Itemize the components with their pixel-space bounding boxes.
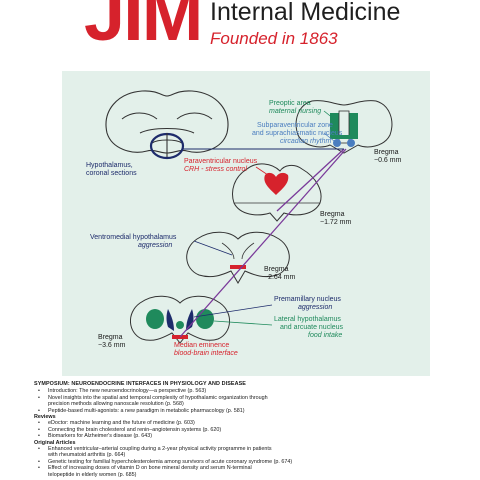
median-subtitle: blood-brain interface [174, 350, 238, 357]
section-premamillary [130, 295, 230, 344]
toc-item[interactable]: Effect of increasing doses of vitamin D … [34, 465, 454, 472]
toc-item-continuation[interactable]: telopeptide in elderly women (p. 685) [48, 471, 137, 478]
bregma-4-value: −3.6 mm [98, 342, 126, 349]
toc-item[interactable]: Connecting the brain cholesterol and ren… [34, 427, 454, 434]
premamillary-title: Premamillary nucleus [274, 296, 341, 303]
lateral-title-1: Lateral hypothalamus [274, 316, 341, 323]
journal-tagline: Founded in 1863 [210, 29, 338, 48]
preoptic-title: Preoptic area [269, 100, 311, 107]
ventromedial-subtitle: aggression [138, 242, 172, 249]
bregma-4-label: Bregma [98, 334, 123, 341]
section-preoptic [295, 100, 393, 154]
section-ventromedial [186, 231, 290, 284]
toc-item-continuation[interactable]: precision methods allowing nanoscale res… [48, 401, 184, 408]
median-title: Median eminence [174, 342, 229, 349]
journal-logo: JIM [84, 0, 203, 56]
masthead: JIM Internal Medicine Founded in 1863 [0, 0, 480, 62]
connector-lines [179, 110, 347, 338]
bregma-2-value: −1.72 mm [320, 219, 351, 226]
subpara-subtitle: circadian rhythm [280, 138, 332, 145]
paraventricular-title: Paraventricular nucleus [184, 158, 258, 165]
original-articles-heading: Original Articles [34, 439, 76, 446]
lateral-title-2: and arcuate nucleus [280, 324, 344, 331]
bregma-2-label: Bregma [320, 211, 345, 218]
toc-item[interactable]: Biomarkers for Alzheimer's disease (p. 6… [34, 433, 454, 440]
bregma-1-value: −0.6 mm [374, 157, 402, 164]
reviews-list: eDoctor: machine learning and the future… [34, 420, 454, 440]
original-articles-list: Enhanced ventricular–arterial coupling d… [34, 446, 454, 478]
bregma-3-label: Bregma [264, 266, 289, 273]
table-of-contents: SYMPOSIUM: NEUROENDOCRINE INTERFACES IN … [34, 381, 454, 478]
paraventricular-subtitle: CRH - stress control [184, 166, 247, 173]
symposium-heading: SYMPOSIUM: NEUROENDOCRINE INTERFACES IN … [34, 381, 246, 387]
journal-title: Internal Medicine [210, 0, 401, 26]
toc-item[interactable]: Genetic testing for familial hypercholes… [34, 459, 454, 466]
bregma-1-label: Bregma [374, 149, 399, 156]
hypothalamus-label-2: coronal sections [86, 170, 137, 177]
bregma-3-value: −2.64 mm [264, 274, 295, 281]
ventromedial-title: Ventromedial hypothalamus [90, 234, 177, 241]
subpara-title-1: Subparaventricular zone [257, 122, 333, 129]
hypothalamus-diagram: Hypothalamus, coronal sections Preoptic … [86, 90, 402, 357]
toc-item[interactable]: eDoctor: machine learning and the future… [34, 420, 454, 427]
cover-figure: Hypothalamus, coronal sections Preoptic … [62, 71, 430, 376]
brain-outline-icon [105, 90, 229, 160]
reviews-heading: Reviews [34, 414, 56, 421]
section-paraventricular [232, 163, 322, 222]
toc-item[interactable]: Novel insights into the spatial and temp… [34, 395, 454, 402]
hypothalamus-label-1: Hypothalamus, [86, 162, 133, 169]
symposium-list: Introduction: The new neuroendocrinology… [34, 388, 454, 414]
premamillary-subtitle: aggression [298, 304, 332, 311]
toc-item-continuation[interactable]: with rheumatoid arthritis (p. 664) [48, 452, 126, 459]
toc-item[interactable]: Enhanced ventricular–arterial coupling d… [34, 446, 454, 453]
toc-item[interactable]: Introduction: The new neuroendocrinology… [34, 388, 454, 395]
subpara-title-2: and suprachiasmatic nucleus [252, 130, 343, 137]
preoptic-subtitle: maternal nursing [269, 108, 321, 115]
toc-item[interactable]: Peptide-based multi-agonists: a new para… [34, 408, 454, 415]
lateral-subtitle: food intake [308, 332, 342, 339]
